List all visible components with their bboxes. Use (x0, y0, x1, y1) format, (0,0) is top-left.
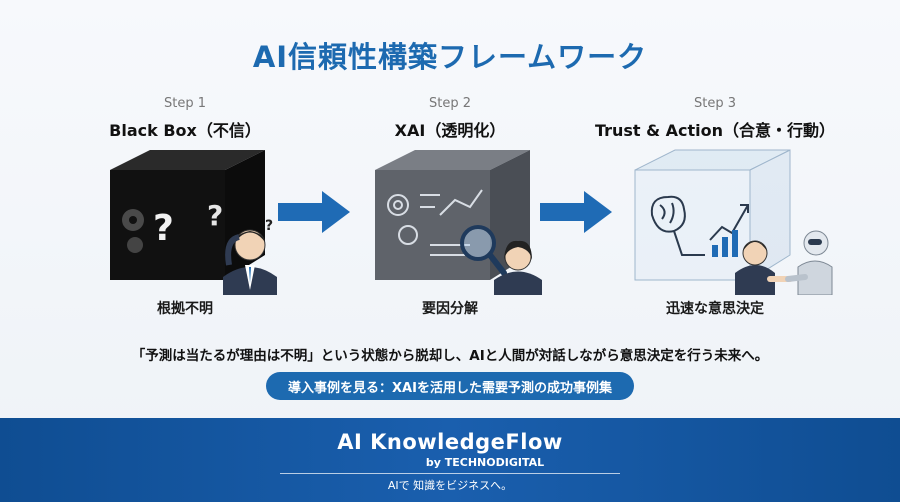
summary-text: 「予測は当たるが理由は不明」という状態から脱却し、AIと人間が対話しながら意思決… (131, 348, 769, 364)
page-title: AI信頼性構築フレームワーク (252, 40, 648, 74)
step-3-name: Trust & Action（合意・行動） (594, 121, 836, 140)
step-2-number: Step 2 (428, 96, 471, 111)
analyst-person-icon (494, 240, 542, 295)
svg-text:?: ? (265, 218, 273, 234)
step-1-caption: 根拠不明 (157, 301, 213, 317)
black-box-cube-icon: ? ? ? (110, 150, 277, 295)
step-3-header: Step 3 Trust & Action（合意・行動） (575, 96, 855, 141)
step-1-header: Step 1 Black Box（不信） (45, 96, 325, 141)
step-3-caption: 迅速な意思決定 (666, 301, 764, 317)
step-2-caption: 要因分解 (422, 301, 478, 317)
footer: AI KnowledgeFlow by TECHNODIGITAL AIで 知識… (0, 418, 900, 502)
robot-icon (785, 230, 833, 295)
handshake-person-icon (735, 240, 793, 295)
step-2-name: XAI（透明化） (394, 121, 506, 140)
confused-person-icon: ? (223, 218, 277, 295)
arrow-right-icon (540, 191, 612, 233)
step-2-header: Step 2 XAI（透明化） (310, 96, 590, 141)
step-3-number: Step 3 (693, 96, 736, 111)
arrow-right-icon (278, 191, 350, 233)
step-1-name: Black Box（不信） (109, 121, 261, 140)
step-1-number: Step 1 (163, 96, 206, 111)
xai-cube-icon (375, 150, 542, 295)
trust-action-cube-icon (634, 149, 833, 295)
svg-text:?: ? (153, 208, 174, 249)
svg-text:?: ? (207, 199, 223, 232)
brand-name: AI KnowledgeFlow (337, 430, 563, 454)
case-study-button[interactable]: 導入事例を見る：XAIを活用した需要予測の成功事例集 (266, 372, 634, 400)
tagline-divider: AIで 知識をビジネスへ。 (280, 473, 620, 493)
brand-by: by TECHNODIGITAL (425, 456, 545, 469)
tagline: AIで 知識をビジネスへ。 (387, 479, 513, 492)
